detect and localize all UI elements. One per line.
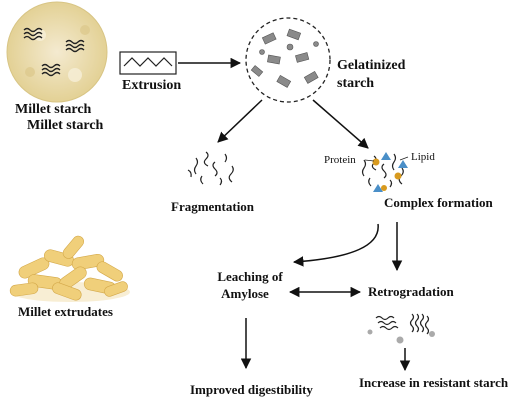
resistant-starch-label: Increase in resistant starch xyxy=(359,375,509,390)
complex-formation-label: Complex formation xyxy=(384,195,493,210)
protein-dot-icon xyxy=(381,185,387,191)
protein-dot-icon xyxy=(372,158,380,166)
millet-extrudates-image xyxy=(9,235,130,302)
arrow-to-complex xyxy=(312,99,369,149)
retrograded-chains-icon xyxy=(367,313,435,344)
protein-pointer xyxy=(364,159,375,162)
retrogradation-label: Retrogradation xyxy=(368,284,454,299)
protein-dot-icon xyxy=(394,172,402,180)
gelatinized-starch-icon xyxy=(245,17,331,103)
lipid-label: Lipid xyxy=(411,151,435,163)
extrusion-label: Extrusion xyxy=(122,78,182,93)
amylose-label: Amylose xyxy=(221,286,269,301)
gelatinized-label: Gelatinized xyxy=(337,58,406,73)
millet-starch-label-2: Millet starch xyxy=(27,118,104,133)
starch-label: starch xyxy=(337,76,375,91)
lipid-pointer xyxy=(399,156,409,161)
arrow-complex-to-leaching xyxy=(292,223,379,267)
fragment-chains-icon xyxy=(187,151,234,186)
fragmentation-label: Fragmentation xyxy=(171,199,255,214)
lipid-triangle-icon xyxy=(373,184,383,192)
arrow-to-fragmentation xyxy=(217,99,263,143)
millet-starch-label: Millet starch xyxy=(15,102,92,117)
protein-label: Protein xyxy=(324,154,356,166)
lipid-triangle-icon xyxy=(398,160,408,168)
complex-formation-icon xyxy=(361,152,408,192)
lipid-triangle-icon xyxy=(381,152,391,160)
leaching-of-label: Leaching of xyxy=(217,269,283,284)
improved-digestibility-label: Improved digestibility xyxy=(190,382,313,397)
extruder-icon xyxy=(119,51,177,75)
millet-starch-image xyxy=(6,1,108,103)
millet-extrudates-label: Millet extrudates xyxy=(18,304,113,319)
starch-chains-icon xyxy=(23,27,85,77)
